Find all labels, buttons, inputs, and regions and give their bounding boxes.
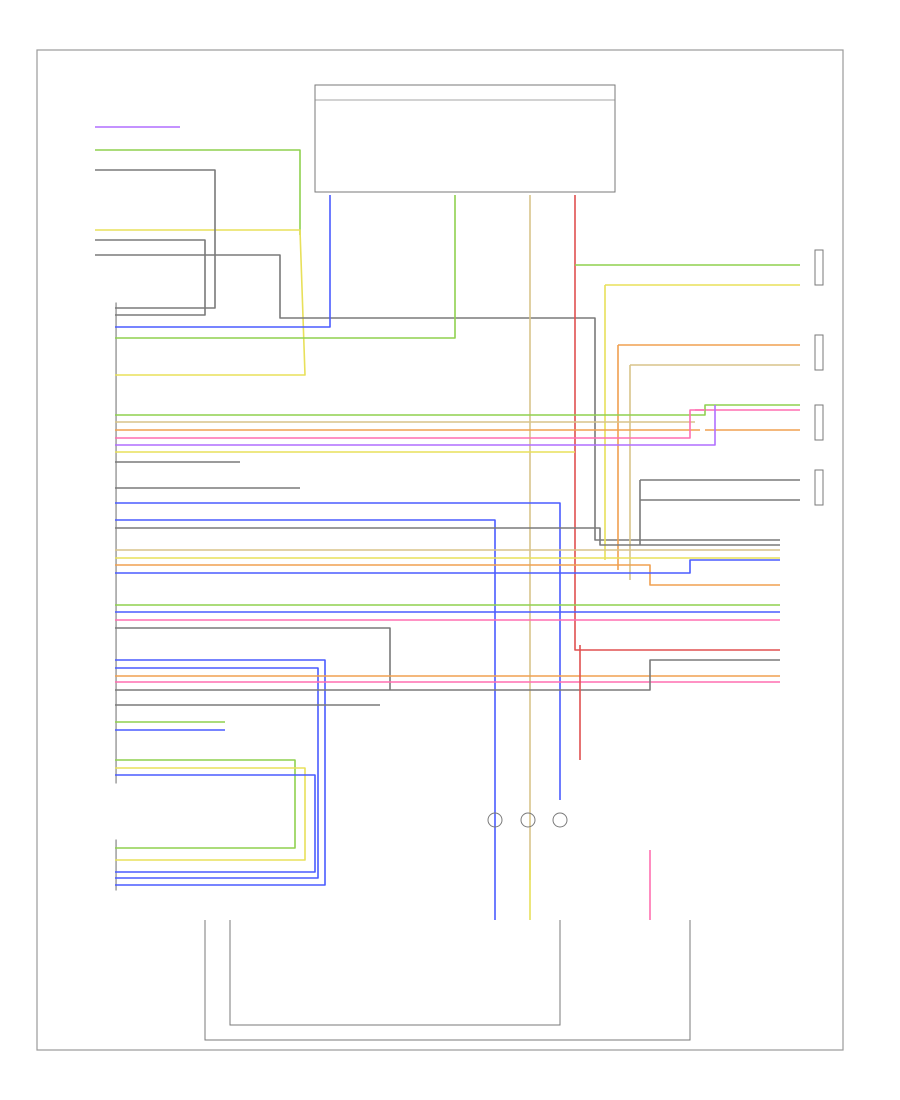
wire-group xyxy=(95,126,800,920)
wire-blue-relay xyxy=(115,195,331,328)
wire-gray-speaker xyxy=(639,479,800,545)
wire-gray-stereo xyxy=(115,627,391,690)
wire-yellow-top xyxy=(95,229,306,376)
wire-blue-low-1 xyxy=(115,659,326,886)
speaker-connector-2 xyxy=(814,334,824,371)
wire-orange-bundle xyxy=(115,564,780,586)
wire-gray-top-3 xyxy=(95,254,780,541)
wire-red-relay xyxy=(574,195,780,651)
wire-gray-low xyxy=(115,659,780,691)
wire-violet-mid xyxy=(115,405,716,446)
wire-blue-steer xyxy=(115,774,316,873)
wire-blue-bundle xyxy=(115,559,780,574)
center-stack-box xyxy=(204,920,691,1041)
wire-green-steer xyxy=(115,759,296,849)
wire-yellow-steer xyxy=(115,767,306,861)
speaker-connector-4 xyxy=(814,469,824,506)
wire-blue-bottom-1 xyxy=(115,502,561,800)
connector-circle-1 xyxy=(487,812,503,828)
wire-orange-speaker xyxy=(617,344,800,570)
wire-gray-top-2 xyxy=(95,239,206,316)
wire-tan-speaker xyxy=(629,364,800,580)
speaker-connector-1 xyxy=(814,249,824,286)
speaker-connector-3 xyxy=(814,404,824,441)
connector-circle-3 xyxy=(552,812,568,828)
wire-blue-low-2 xyxy=(115,667,319,879)
switch-bank-box xyxy=(229,920,561,1026)
diagram-border xyxy=(36,49,844,1051)
wire-pink-mid xyxy=(115,409,705,439)
wire-gray-bottom xyxy=(115,527,780,546)
relay-box xyxy=(314,84,616,193)
wire-green-top xyxy=(95,149,301,235)
wire-gray-top-1 xyxy=(95,169,216,309)
connector-circle-2 xyxy=(520,812,536,828)
wire-green-relay xyxy=(115,195,456,339)
wire-blue-bottom-2 xyxy=(115,519,496,920)
